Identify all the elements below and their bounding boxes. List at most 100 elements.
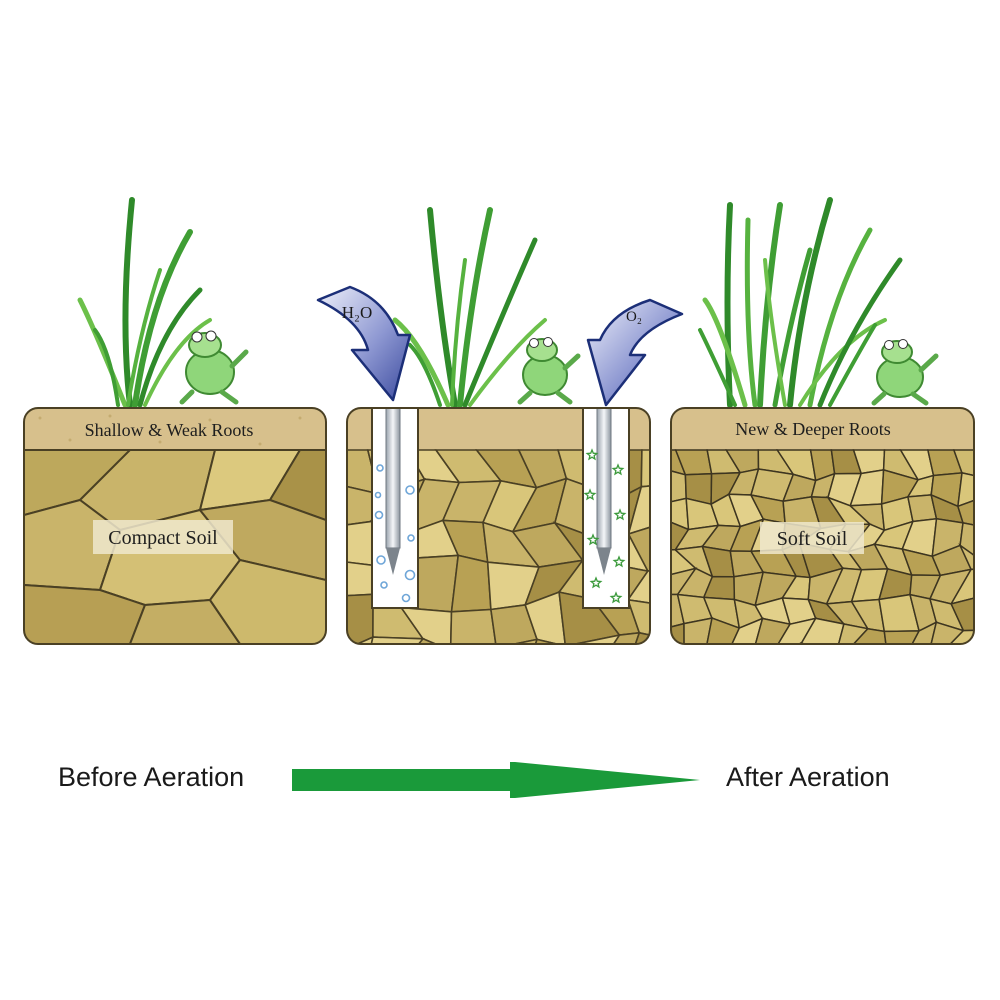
soil-cell: [952, 449, 974, 480]
soil-cell: [666, 643, 725, 684]
oxygen-star: [609, 591, 623, 604]
soil-cell: [849, 627, 888, 644]
soil-cell: [399, 668, 449, 716]
after-aeration-label: After Aeration: [726, 762, 890, 792]
soil-cell: [982, 498, 1000, 530]
soil-cell: [773, 642, 816, 644]
soil-cell: [950, 594, 974, 632]
oxygen-star: [589, 576, 603, 589]
soil-cell: [627, 480, 650, 536]
soil-cell: [927, 643, 960, 644]
soil-cell: [627, 519, 650, 573]
grass-blade: [698, 328, 737, 407]
soil-cell: [589, 631, 641, 644]
before-aeration-label: Before Aeration: [58, 762, 245, 792]
compact-soil-label-bg: [93, 520, 233, 554]
soil-cell: [361, 636, 425, 644]
soil-cell: [753, 617, 792, 644]
soil-cell: [958, 543, 974, 571]
frog-3: [871, 339, 939, 406]
soil-cell: [330, 685, 376, 716]
panel-3-top-label: New & Deeper Roots: [735, 419, 890, 439]
compact-soil-cells: [24, 449, 326, 644]
panel-1-soil-label: Compact Soil: [108, 527, 218, 549]
soil-texture: [38, 414, 302, 446]
oxygen-arrow: O₂: [586, 298, 684, 407]
soil-cell: [902, 678, 943, 700]
soil-cell: [879, 680, 913, 700]
soil-cell: [362, 668, 414, 716]
soil-cell: [800, 642, 841, 644]
soil-cell: [852, 646, 893, 681]
soil-cell: [973, 652, 1000, 676]
soil-cell: [971, 524, 974, 556]
grass-blade: [763, 258, 787, 407]
soil-cell: [948, 643, 974, 644]
soil-cell: [971, 622, 974, 644]
soil-cell: [556, 633, 622, 644]
soil-cell: [449, 608, 498, 644]
frog-2: [517, 337, 581, 405]
oxygen-star: [585, 448, 599, 461]
panel-before: [23, 197, 327, 645]
soil-cell: [834, 669, 866, 701]
soil-cell: [883, 630, 921, 644]
soil-cell: [450, 554, 492, 613]
soil-cell: [524, 590, 567, 644]
soil-cell: [626, 561, 650, 608]
soil-cell: [906, 620, 938, 644]
soil-cell: [886, 646, 912, 681]
soil-cell: [483, 671, 527, 716]
oxygen-star: [583, 488, 597, 501]
soil-cell: [730, 643, 768, 644]
soil-cell: [558, 669, 603, 716]
panel-during: H₂O O₂: [316, 207, 725, 716]
grass-blade: [828, 323, 877, 407]
aerator-spike-right: [596, 408, 612, 575]
water-bubbles: [374, 464, 416, 603]
panel-after: [655, 197, 1000, 701]
soil-cell: [837, 646, 866, 677]
soil-cell: [853, 678, 893, 700]
soil-cell: [983, 595, 1000, 631]
grass-tuft-2: [392, 207, 547, 408]
soil-cell: [671, 622, 685, 644]
soil-cell: [908, 652, 942, 681]
soil-cell: [655, 646, 686, 673]
frog-1: [179, 330, 249, 405]
soil-cell: [399, 606, 453, 644]
soil-cell: [985, 450, 1000, 478]
soft-soil-label-bg: [760, 522, 864, 554]
soil-cell: [782, 669, 814, 700]
oxygen-star: [586, 533, 600, 546]
panel-3-soil-label: Soft Soil: [777, 528, 848, 550]
grass-blade: [772, 247, 813, 408]
soil-cell: [982, 471, 1000, 501]
soil-cell: [625, 674, 686, 716]
oxygen-star: [611, 463, 625, 476]
soil-cell: [684, 648, 722, 672]
soil-cell: [949, 568, 974, 606]
soft-soil-cells: [655, 449, 1000, 701]
soil-cell: [958, 670, 987, 700]
soil-cell: [481, 638, 539, 644]
grass-blade: [724, 202, 733, 408]
soil-cell: [347, 635, 375, 644]
grass-blade: [744, 217, 758, 408]
grass-blade: [817, 257, 903, 408]
water-label: H₂O: [342, 303, 372, 322]
soil-cell: [435, 648, 496, 685]
soil-cell: [957, 471, 974, 508]
grass-blade: [787, 197, 833, 408]
oxygen-star: [612, 555, 626, 568]
soil-cell: [686, 668, 722, 700]
soil-cell: [927, 670, 960, 700]
oxygen-stars: [583, 448, 627, 604]
soil-cell: [751, 672, 785, 700]
soil-cell: [666, 674, 725, 716]
soil-cell: [986, 675, 1000, 700]
soil-cell: [971, 553, 974, 571]
soil-cell: [683, 617, 713, 644]
soil-cell: [705, 617, 741, 644]
aerator-spike-left: [385, 408, 401, 575]
